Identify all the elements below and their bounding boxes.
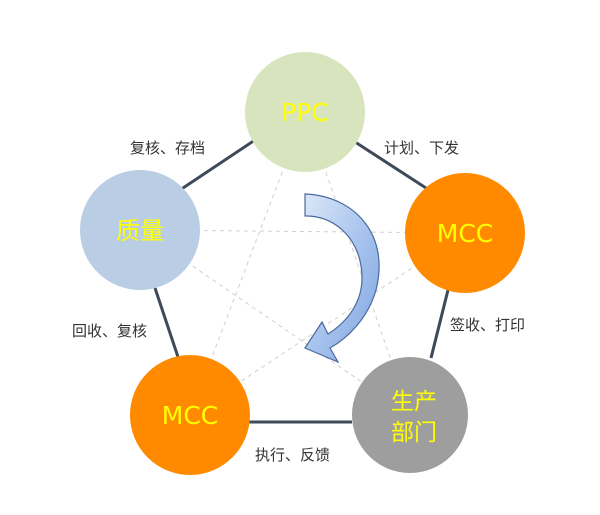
dashed-line-quality-mcc-right [139,229,466,234]
node-mcc-right: MCC [405,173,525,293]
node-quality: 质量 [80,170,200,290]
node-mcc-left: MCC [130,355,250,475]
edge-label-mcc-production: 签收、打印 [450,316,525,334]
edge-label-mcc-quality: 回收、复核 [72,322,147,340]
edge-label-production-mcc: 执行、反馈 [255,446,330,464]
edge-label-quality-ppc: 复核、存档 [130,139,205,157]
node-ppc-label: PPC [281,98,329,127]
node-quality-label: 质量 [116,217,164,245]
dashed-line-ppc-mcc-left [189,111,306,416]
edge-mcc-left-quality [153,287,180,358]
cycle-arrow [304,193,380,364]
node-production-label-line1: 生产 [391,389,437,415]
edge-ppc-mcc-right [351,138,427,190]
node-production: 生产 部门 [352,357,468,473]
outer-edges [153,138,450,424]
node-mcc-right-label: MCC [437,219,493,248]
node-mcc-left-label: MCC [162,401,218,430]
node-ppc: PPC [245,52,365,172]
edge-mcc-right-production [429,289,450,359]
edge-quality-ppc [179,138,256,192]
edge-label-ppc-mcc: 计划、下发 [384,139,459,157]
node-production-label-line2: 部门 [391,420,437,446]
